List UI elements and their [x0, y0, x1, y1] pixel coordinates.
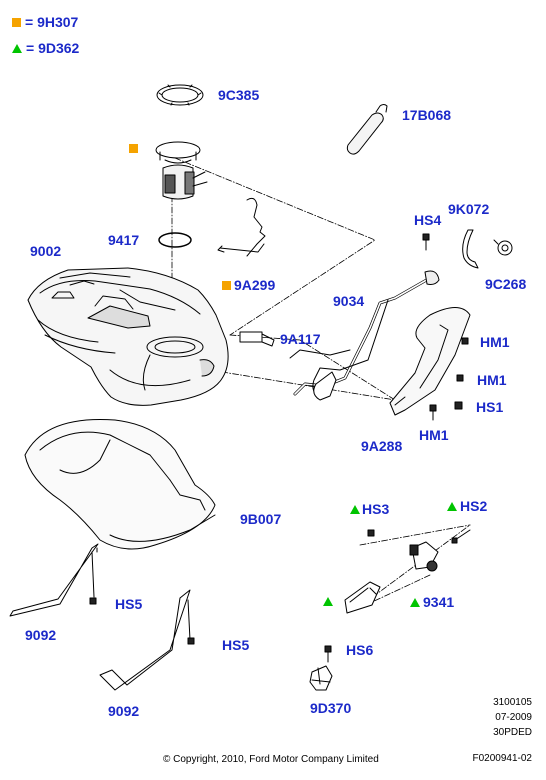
bolt-HS4	[422, 233, 430, 251]
orange-square-icon	[222, 281, 231, 290]
label-HS5-lower: HS5	[222, 637, 250, 653]
fuel-pump-module	[155, 141, 208, 200]
drawing-code: 3100105	[493, 697, 532, 708]
fuel-tank-9002	[27, 267, 229, 406]
label-9D370: 9D370	[310, 700, 352, 716]
green-triangle-icon	[323, 597, 333, 606]
label-9417: 9417	[108, 232, 140, 248]
label-HS4: HS4	[414, 212, 442, 228]
green-triangle-icon	[447, 502, 457, 511]
label-HS5-upper: HS5	[115, 596, 143, 612]
grommet-9C268	[493, 239, 513, 256]
lock-ring-9C385	[156, 84, 204, 106]
sensor-9341	[409, 541, 439, 572]
label-9092-lower: 9092	[108, 703, 140, 719]
green-triangle-icon	[12, 43, 22, 53]
strap-9092-lower	[99, 589, 195, 691]
nut-HM1-middle	[456, 374, 464, 382]
label-9341: 9341	[423, 594, 455, 610]
orange-square-icon	[129, 144, 138, 153]
label-HS6: HS6	[346, 642, 374, 658]
label-9A288: 9A288	[361, 438, 403, 454]
fuel-level-sender-9A299	[217, 197, 266, 257]
orange-square-icon	[12, 17, 21, 27]
label-HM1-middle: HM1	[477, 372, 507, 388]
bolt-HS3	[367, 529, 375, 537]
label-9002: 9002	[30, 243, 62, 259]
label-HS1: HS1	[476, 399, 504, 415]
label-9034: 9034	[333, 293, 365, 309]
legend-square-text: = 9H307	[25, 14, 79, 30]
label-9A299: 9A299	[234, 277, 276, 293]
bolt-HS2	[451, 529, 471, 544]
nut-HM1-upper	[461, 337, 469, 345]
hose-9A117	[239, 331, 275, 347]
drawing-ref: 30PDED	[493, 727, 532, 738]
bracket-9A288	[389, 307, 471, 416]
label-HS2: HS2	[460, 498, 488, 514]
label-HS3: HS3	[362, 501, 390, 517]
bolt-HS6	[324, 645, 332, 663]
nut-HS1	[454, 401, 463, 410]
clip-9K072	[462, 229, 479, 269]
legend-triangle-text: = 9D362	[26, 40, 80, 56]
green-triangle-icon	[410, 598, 420, 607]
copyright-text: © Copyright, 2010, Ford Motor Company Li…	[163, 754, 379, 765]
label-9C268: 9C268	[485, 276, 527, 292]
green-triangle-icon	[350, 505, 360, 514]
nut-HM1-lower	[429, 404, 437, 421]
filler-cap-17B068	[346, 104, 388, 155]
filler-pipe-9034	[289, 270, 440, 401]
label-HM1-upper: HM1	[480, 334, 510, 350]
drawing-id: F0200941-02	[472, 753, 533, 764]
label-9K072: 9K072	[448, 201, 490, 217]
label-9092-upper: 9092	[25, 627, 57, 643]
label-HM1-lower: HM1	[419, 427, 449, 443]
drawing-date: 07-2009	[495, 712, 532, 723]
heat-shield-9B007	[24, 418, 216, 550]
legend-row-triangle: = 9D362	[12, 40, 79, 56]
seal-9417	[158, 232, 192, 248]
bracket-9D370	[309, 665, 333, 691]
legend-row-square: = 9H307	[12, 14, 78, 30]
strap-9092-upper	[9, 543, 99, 617]
label-9C385: 9C385	[218, 87, 260, 103]
label-9B007: 9B007	[240, 511, 282, 527]
sensor-bracket	[344, 581, 381, 614]
label-9A117: 9A117	[280, 331, 321, 347]
label-17B068: 17B068	[402, 107, 452, 123]
